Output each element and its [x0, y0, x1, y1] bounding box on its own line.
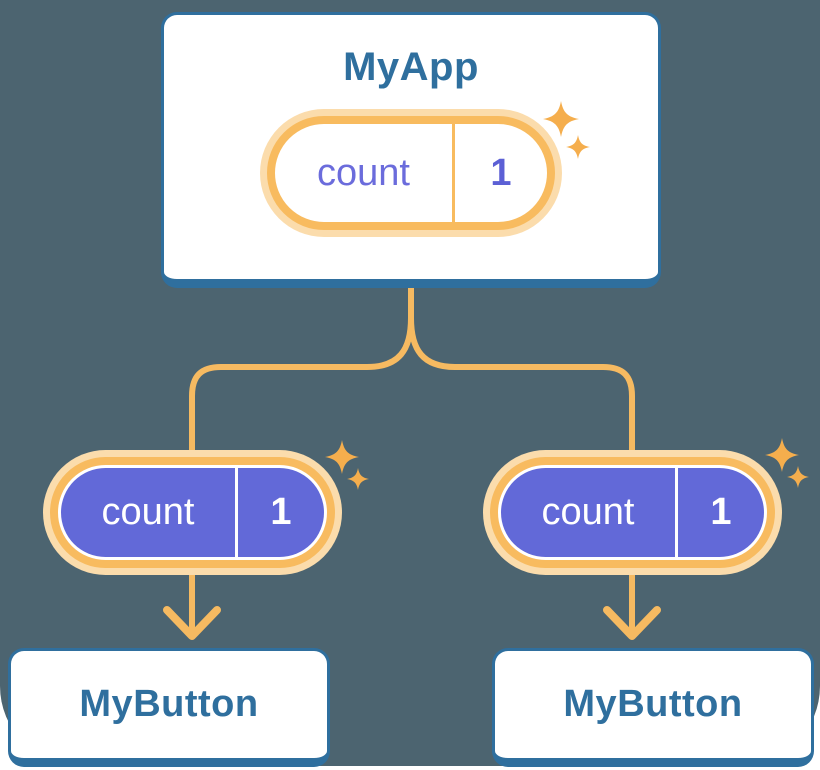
- state-label: count: [317, 151, 410, 194]
- component-title: MyButton: [79, 682, 259, 725]
- component-card-mybutton-right: MyButton: [492, 648, 814, 767]
- state-pill-value-section: 1: [678, 468, 764, 557]
- sparkle-icon: [325, 440, 395, 510]
- state-pill-capsule: count 1: [61, 468, 324, 557]
- state-label: count: [101, 491, 195, 533]
- pill-divider: [452, 124, 455, 222]
- state-pill-right: count 1: [483, 450, 782, 575]
- component-card-myapp: MyApp count 1: [161, 12, 661, 288]
- state-pill-ring: count 1: [490, 457, 775, 568]
- state-pill-value-section: 1: [238, 468, 324, 557]
- component-title: MyButton: [563, 682, 743, 725]
- state-pill-value-section: 1: [455, 124, 547, 222]
- state-pill-label-section: count: [275, 124, 452, 222]
- pill-divider: [235, 468, 238, 557]
- component-card-mybutton-left: MyButton: [8, 648, 330, 767]
- state-value: 1: [270, 491, 292, 533]
- state-value: 1: [710, 491, 732, 533]
- state-pill-label-section: count: [501, 468, 675, 557]
- state-pill-ring: count 1: [267, 116, 555, 230]
- connector-right-branch: [408, 282, 635, 637]
- state-pill-label-section: count: [61, 468, 235, 557]
- state-pill-capsule: count 1: [501, 468, 764, 557]
- sparkle-icon: [543, 101, 613, 171]
- state-pill-root: count 1: [260, 109, 562, 237]
- arrow-down-icon-right: [603, 606, 661, 640]
- state-pill-left: count 1: [43, 450, 342, 575]
- sparkle-icon: [765, 438, 820, 508]
- state-value: 1: [490, 151, 512, 194]
- state-label: count: [541, 491, 635, 533]
- arrow-down-icon-left: [163, 606, 221, 640]
- state-pill-ring: count 1: [50, 457, 335, 568]
- connector-left-branch: [189, 282, 414, 637]
- component-title: MyApp: [343, 45, 479, 89]
- pill-divider: [675, 468, 678, 557]
